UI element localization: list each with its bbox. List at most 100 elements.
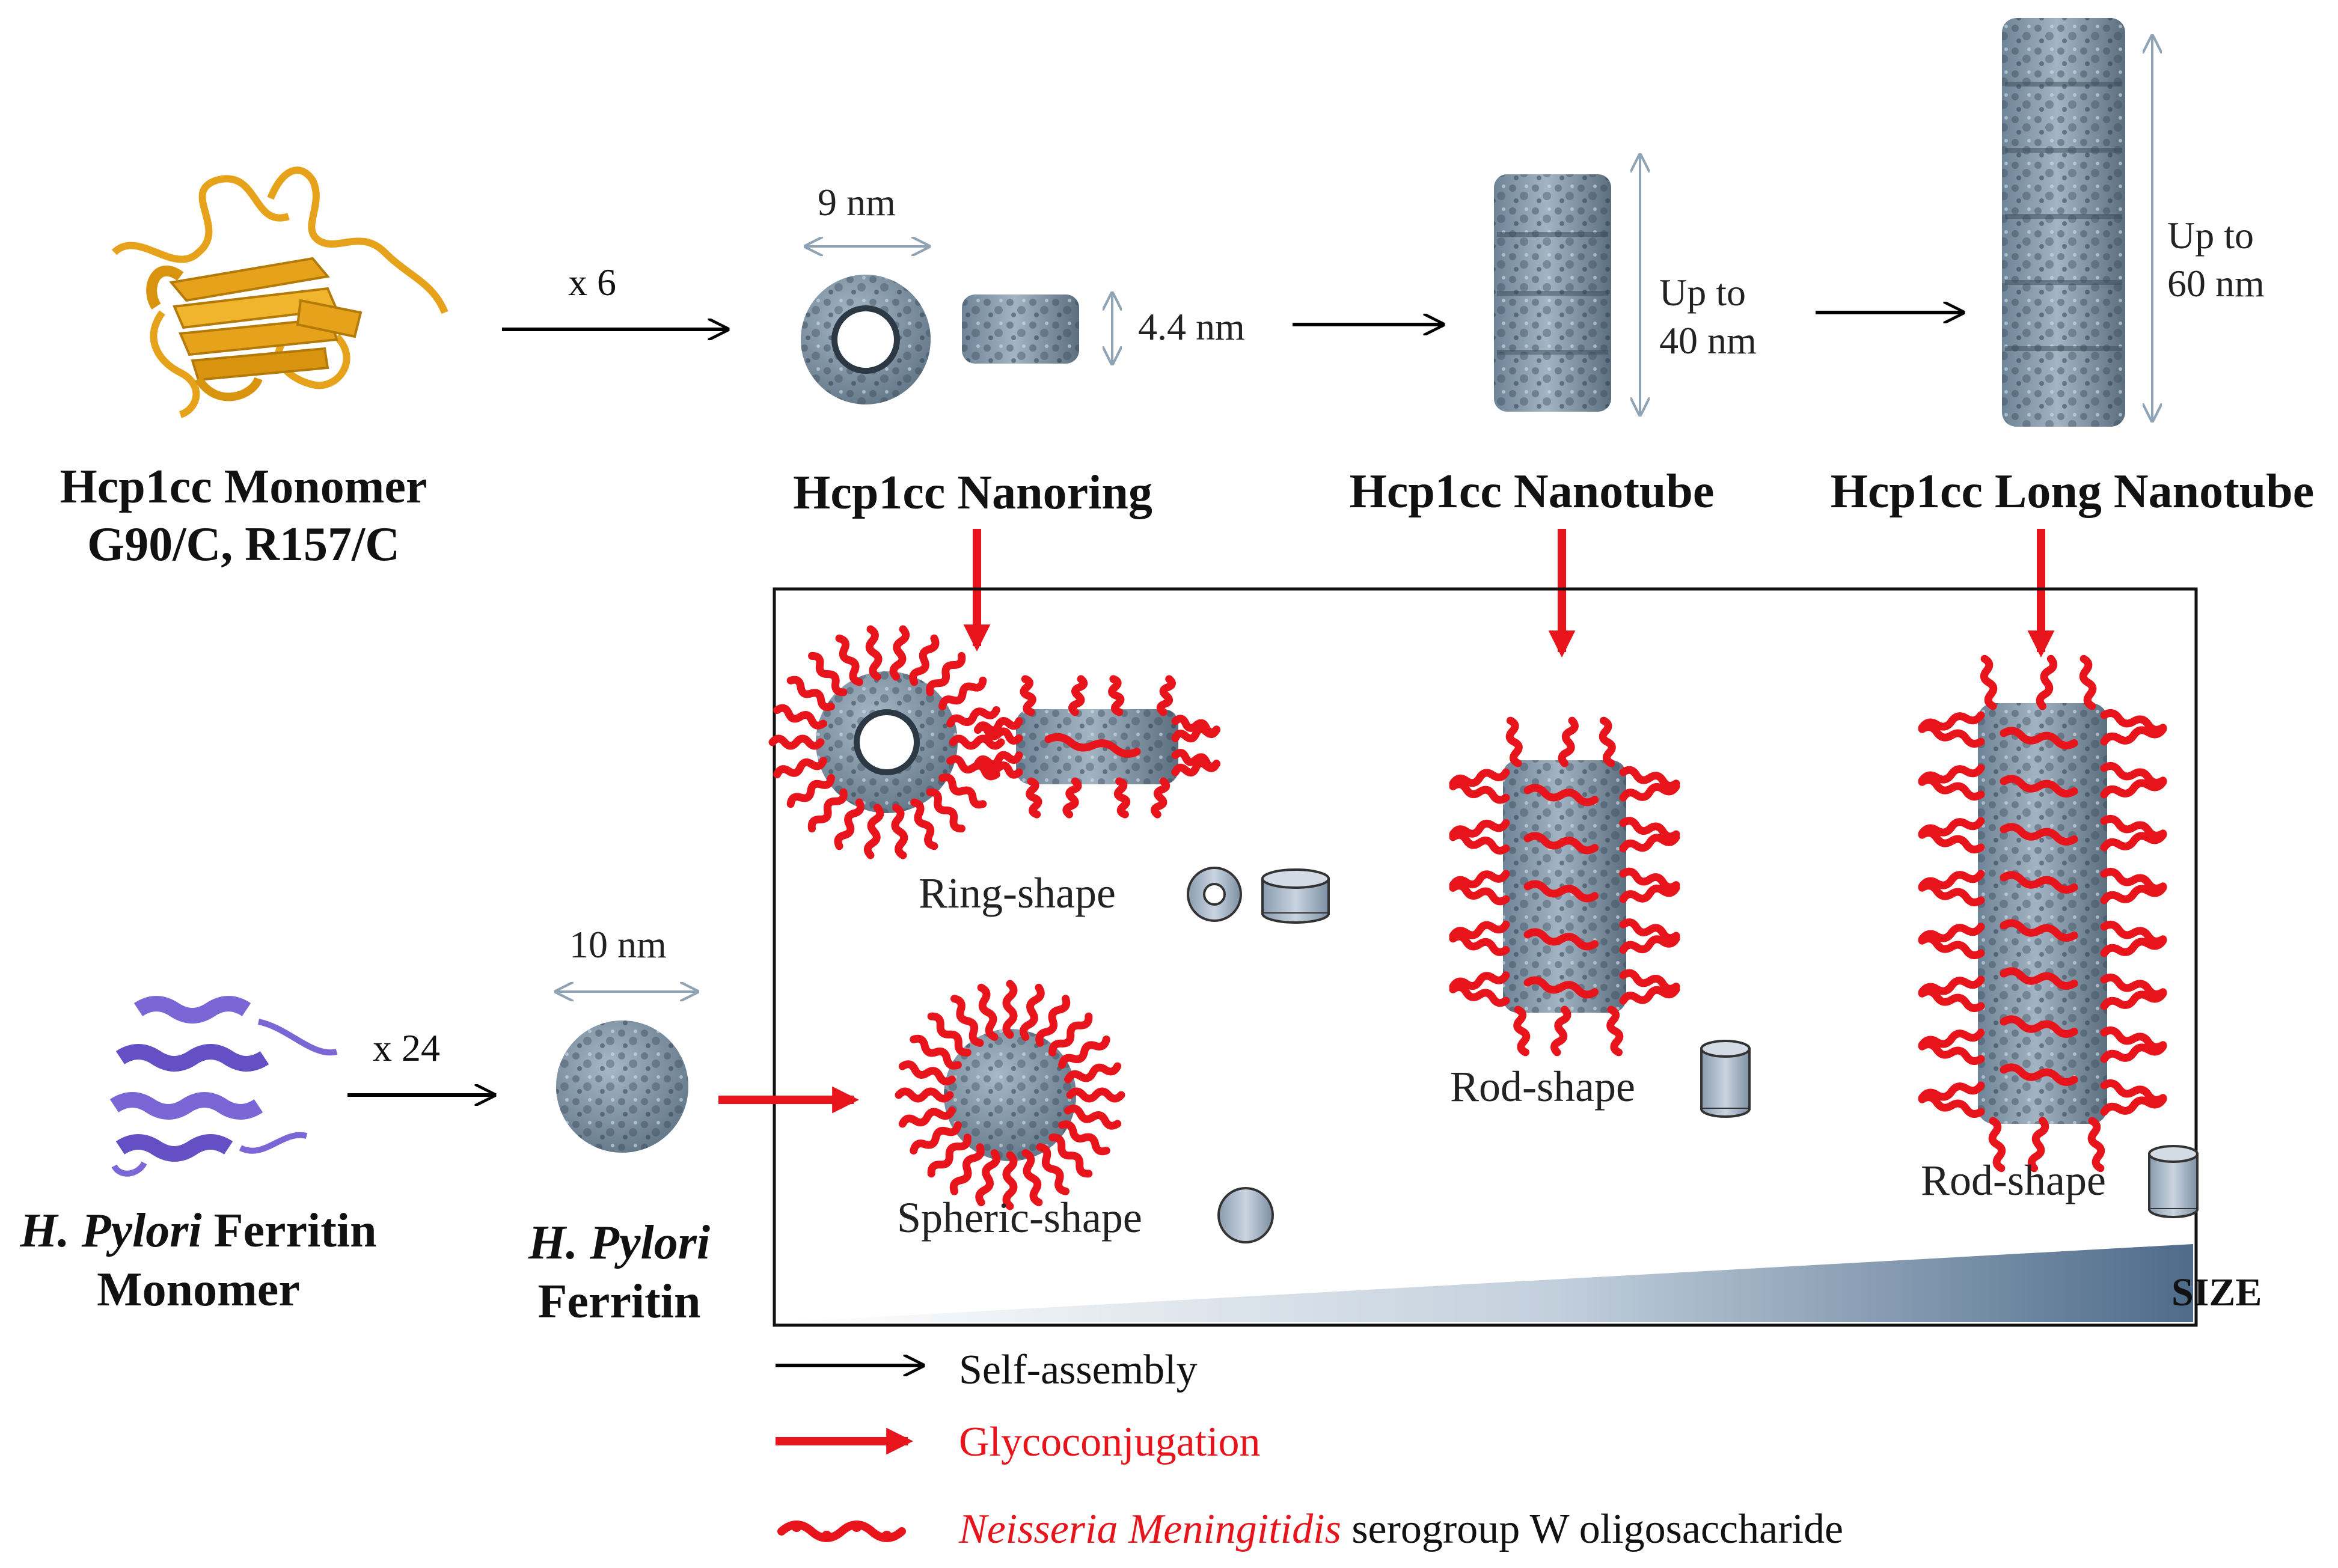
oligosaccharide-chain bbox=[2100, 936, 2167, 957]
oligosaccharide-chain bbox=[1066, 1087, 1125, 1103]
oligosaccharide-chain bbox=[1505, 716, 1523, 767]
oligosaccharide-chain bbox=[1918, 1040, 1985, 1066]
ferritin-monomer-structure bbox=[109, 996, 338, 1177]
legend-glycoconjugation-label: Glycoconjugation bbox=[959, 1419, 1261, 1465]
glyco-rod-long bbox=[1978, 703, 2107, 1124]
oligosaccharide-chain bbox=[1044, 733, 1141, 758]
oligosaccharide-chain bbox=[1068, 675, 1088, 716]
oligosaccharide-chain bbox=[1020, 675, 1036, 716]
nanotube-title: Hcp1cc Nanotube bbox=[1349, 465, 1715, 518]
long-nanotube-title: Hcp1cc Long Nanotube bbox=[1830, 465, 2315, 518]
oligosaccharide-chain bbox=[946, 706, 1000, 728]
oligosaccharide-chain bbox=[1918, 723, 1985, 748]
rod-shape-label-right: Rod-shape bbox=[1921, 1156, 2106, 1204]
oligosaccharide-chain bbox=[786, 676, 835, 712]
oligosaccharide-chain bbox=[2000, 727, 2078, 749]
oligosaccharide-chain bbox=[1064, 1062, 1122, 1084]
oligosaccharide-chain bbox=[1036, 1143, 1070, 1195]
oligosaccharide-chain bbox=[1918, 1028, 1985, 1049]
legend-oligosaccharide-icon bbox=[777, 1521, 906, 1542]
oligosaccharide-chain bbox=[1523, 832, 1599, 855]
oligosaccharide-chain bbox=[1918, 1093, 1985, 1118]
oligosaccharide-chain bbox=[1619, 918, 1680, 942]
multiplier-x24: x 24 bbox=[373, 1027, 440, 1069]
oligosaccharide-chain bbox=[1918, 1081, 1985, 1102]
glyco-sphere bbox=[944, 1029, 1076, 1161]
oligosaccharide-chain bbox=[1449, 870, 1510, 889]
oligosaccharide-chain bbox=[1449, 819, 1510, 838]
oligosaccharide-chain bbox=[863, 804, 884, 859]
oligosaccharide-chain bbox=[1918, 776, 1985, 801]
oligosaccharide-chain bbox=[1449, 831, 1510, 855]
oligosaccharide-chain bbox=[1619, 766, 1680, 790]
oligosaccharide-chain bbox=[2036, 654, 2058, 710]
oligosaccharide-chain bbox=[1449, 920, 1510, 940]
oligosaccharide-chain bbox=[2000, 1063, 2078, 1086]
oligosaccharide-chain bbox=[1449, 932, 1510, 956]
oligosaccharide-chain bbox=[1513, 1005, 1531, 1057]
oligosaccharide-chain bbox=[938, 773, 987, 809]
multiplier-x6: x 6 bbox=[568, 261, 616, 304]
oligosaccharide-chain bbox=[1058, 1120, 1110, 1156]
oligosaccharide-chain bbox=[950, 995, 984, 1047]
oligosaccharide-chain bbox=[2000, 775, 2078, 798]
oligosaccharide-chain bbox=[891, 804, 908, 859]
oligosaccharide-chain bbox=[1599, 716, 1616, 767]
oligosaccharide-chain bbox=[1449, 882, 1510, 906]
nanotube-length-line2: 40 nm bbox=[1659, 319, 1757, 362]
oligosaccharide-chain bbox=[977, 983, 999, 1041]
oligosaccharide-chain bbox=[1449, 768, 1510, 788]
legend-oligosaccharide-label: Neisseria Meningitidis serogroup W oligo… bbox=[959, 1509, 1843, 1551]
oligosaccharide-chain bbox=[1619, 833, 1680, 853]
oligosaccharide-chain bbox=[786, 773, 835, 808]
oligosaccharide-chain bbox=[2100, 725, 2167, 746]
oligosaccharide-chain bbox=[1002, 1151, 1018, 1210]
oligosaccharide-chain bbox=[1918, 870, 1985, 891]
oligosaccharide-chain bbox=[1918, 935, 1985, 960]
oligosaccharide-chain bbox=[1020, 983, 1045, 1041]
oligosaccharide-chain bbox=[1026, 777, 1042, 819]
hcp1cc-monomer-line2: G90/C, R157/C bbox=[87, 518, 400, 571]
legend-oligosaccharide-species: Neisseria Meningitidis bbox=[959, 1506, 1341, 1552]
oligosaccharide-chain bbox=[1918, 975, 1985, 996]
nanoring-title: Hcp1cc Nanoring bbox=[793, 466, 1152, 519]
oligosaccharide-chain bbox=[2100, 1042, 2167, 1063]
oligosaccharide-chain bbox=[2100, 920, 2167, 945]
glyco-ring-top bbox=[816, 671, 958, 813]
legend-oligosaccharide-rest: serogroup W oligosaccharide bbox=[1341, 1506, 1844, 1552]
nanoring-top-view bbox=[801, 275, 931, 404]
oligosaccharide-chain bbox=[1064, 1105, 1122, 1130]
oligosaccharide-chain bbox=[2027, 1117, 2049, 1173]
oligosaccharide-chain bbox=[1048, 1012, 1093, 1057]
oligosaccharide-chain bbox=[834, 798, 865, 850]
oligosaccharide-chain bbox=[1523, 928, 1599, 951]
oligosaccharide-chain bbox=[2100, 831, 2167, 852]
oligosaccharide-chain bbox=[1062, 777, 1082, 819]
oligosaccharide-chain bbox=[2100, 973, 2167, 998]
oligosaccharide-chain bbox=[768, 734, 825, 750]
oligosaccharide-chain bbox=[2100, 814, 2167, 840]
oligosaccharide-chain bbox=[1918, 711, 1985, 732]
oligosaccharide-chain bbox=[2000, 871, 2078, 894]
ferritin-monomer-title: H. Pylori Ferritin Monomer bbox=[20, 1207, 376, 1314]
sphere-shape-icon bbox=[1217, 1187, 1274, 1243]
oligosaccharide-chain bbox=[2100, 761, 2167, 787]
oligosaccharide-chain bbox=[2100, 778, 2167, 799]
hcp1cc-monomer-line1: Hcp1cc Monomer bbox=[60, 460, 427, 513]
ring-width-label: 9 nm bbox=[818, 181, 896, 224]
ferritin-monomer-species: H. Pylori bbox=[20, 1204, 202, 1257]
oligosaccharide-chain bbox=[1918, 987, 1985, 1013]
long-nanotube-length-label: Up to 60 nm bbox=[2167, 216, 2265, 303]
oligosaccharide-chains bbox=[768, 625, 2167, 1210]
oligosaccharide-chain bbox=[1918, 923, 1985, 944]
oligosaccharide-chain bbox=[938, 676, 987, 711]
long-nanotube-length-line1: Up to bbox=[2167, 214, 2254, 257]
nanotube bbox=[1494, 174, 1611, 412]
nanotube-length-line1: Up to bbox=[1659, 271, 1746, 314]
oligosaccharide-chain bbox=[1558, 716, 1579, 767]
oligosaccharide-chain bbox=[1171, 759, 1220, 776]
ferritin-title: H. Pylori Ferritin bbox=[528, 1219, 710, 1326]
hcp1cc-monomer-structure bbox=[111, 166, 448, 418]
oligosaccharide-chain bbox=[1606, 1005, 1624, 1057]
oligosaccharide-chain bbox=[926, 651, 966, 697]
